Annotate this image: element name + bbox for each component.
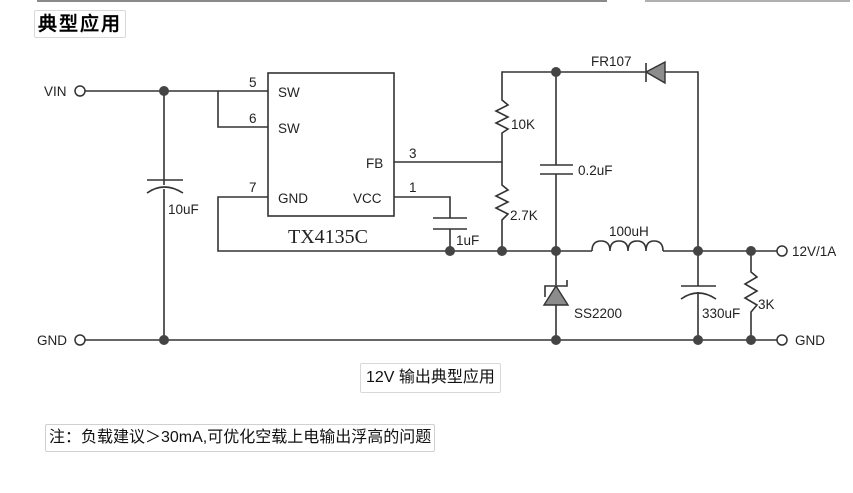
junction-node — [551, 335, 561, 345]
junction-node — [746, 246, 756, 256]
r10k-zigzag — [494, 95, 510, 135]
junction-node — [551, 67, 561, 77]
pin-number-5: 5 — [249, 75, 257, 90]
pin-name-vcc: VCC — [353, 191, 382, 206]
vin-label: VIN — [44, 84, 67, 99]
ss2200-diode-icon — [542, 284, 570, 306]
pin-number-3: 3 — [409, 146, 417, 161]
ic-body — [267, 72, 395, 217]
cin-label: 10uF — [168, 202, 199, 217]
sw-tie-wire — [217, 91, 268, 128]
r27k-label: 2.7K — [510, 208, 538, 223]
top-rule-right — [645, 0, 850, 2]
vcc-wire — [394, 196, 451, 218]
ic-gnd-wire — [217, 196, 502, 252]
pin-name-gnd: GND — [278, 191, 308, 206]
r3k-label: 3K — [758, 297, 775, 312]
inductor-coil — [591, 240, 664, 252]
pin-name-sw: SW — [278, 121, 300, 136]
junction-node — [693, 246, 703, 256]
cin-curved-plate — [146, 186, 184, 194]
top-rail-wire — [501, 71, 645, 95]
output-gnd-terminal — [776, 334, 788, 346]
fr107-label: FR107 — [591, 54, 632, 69]
cout-curved-plate — [680, 292, 717, 300]
r27k-zigzag — [494, 180, 510, 228]
inductor-label: 100uH — [609, 224, 649, 239]
cout-label: 330uF — [702, 306, 740, 321]
pin-name-sw: SW — [278, 85, 300, 100]
fr107-diode-icon — [644, 60, 666, 85]
cvcc-label: 1uF — [456, 233, 479, 248]
junction-node — [159, 86, 169, 96]
ss2200-label: SS2200 — [574, 306, 622, 321]
section-title: 典型应用 — [34, 10, 127, 38]
r10k-label: 10K — [511, 117, 535, 132]
junction-node — [746, 335, 756, 345]
junction-node — [159, 335, 169, 345]
output-gnd-label: GND — [795, 333, 825, 348]
top-rule-left — [37, 0, 607, 2]
diode-return-wire — [665, 71, 699, 251]
junction-node — [445, 246, 455, 256]
vin-terminal — [74, 85, 86, 97]
pin-number-7: 7 — [249, 180, 257, 195]
load-note: 注：负载建议＞30mA,可优化空载上电输出浮高的问题 — [45, 424, 436, 452]
r3k-zigzag — [743, 268, 759, 320]
pin-number-1: 1 — [409, 180, 417, 195]
input-gnd-terminal — [74, 334, 86, 346]
figure-caption: 12V 输出典型应用 — [360, 363, 501, 393]
cboot-label: 0.2uF — [578, 163, 613, 178]
ic-part-number: TX4135C — [288, 226, 368, 248]
junction-node — [497, 246, 507, 256]
pin-name-fb: FB — [366, 156, 383, 171]
output-label: 12V/1A — [792, 244, 836, 259]
junction-node — [693, 335, 703, 345]
output-terminal — [776, 245, 788, 257]
input-gnd-label: GND — [37, 333, 67, 348]
pin-number-6: 6 — [249, 111, 257, 126]
junction-node — [551, 246, 561, 256]
